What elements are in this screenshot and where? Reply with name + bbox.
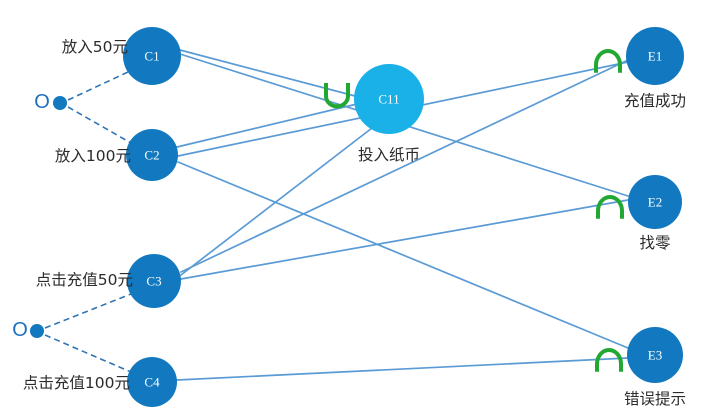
arc-marker-cap-e1: [594, 49, 622, 73]
node-c1[interactable]: C1: [123, 27, 181, 85]
edge-c1-c11: [179, 49, 356, 97]
node-c4[interactable]: C4: [127, 357, 177, 407]
dashed-edge-layer: [44, 71, 132, 373]
node-e1[interactable]: E1: [626, 27, 684, 85]
node-c2[interactable]: C2: [126, 129, 178, 181]
node-caption-c4: 点击充值100元: [23, 374, 130, 392]
node-circle-c4[interactable]: [127, 357, 177, 407]
origin-ring-icon: O: [12, 319, 28, 341]
arc-marker-u-c11: [324, 83, 350, 109]
edge-c3-c11: [180, 127, 373, 276]
node-circle-e3[interactable]: [627, 327, 683, 383]
node-caption-e3: 错误提示: [624, 390, 686, 408]
origin-marker-o2[interactable]: O: [12, 319, 44, 341]
node-id-label-c4: C4: [144, 375, 160, 390]
arc-marker-layer: [324, 49, 624, 372]
node-id-label-c2: C2: [144, 148, 159, 163]
node-id-label-e2: E2: [648, 195, 662, 210]
node-id-label-c3: C3: [146, 274, 161, 289]
origin-dot-icon[interactable]: [53, 96, 67, 110]
node-caption-e1: 充值成功: [624, 92, 686, 110]
node-circle-e2[interactable]: [628, 175, 682, 229]
node-circle-c3[interactable]: [127, 254, 181, 308]
dashed-edge-o1-c1: [67, 71, 129, 101]
dashed-edge-o2-c3: [44, 293, 132, 329]
node-id-label-e3: E3: [648, 348, 662, 363]
node-caption-c11: 投入纸币: [358, 146, 420, 164]
node-caption-c1: 放入50元: [62, 38, 128, 56]
node-circle-e1[interactable]: [626, 27, 684, 85]
origin-marker-o1[interactable]: O: [34, 91, 67, 113]
node-c3[interactable]: C3: [127, 254, 181, 308]
edge-c4-e3: [176, 357, 629, 381]
node-circle-c11[interactable]: [354, 64, 424, 134]
node-id-label-e1: E1: [648, 49, 662, 64]
origin-layer: OO: [12, 91, 67, 341]
edge-c2-c11: [176, 103, 358, 148]
origin-dot-icon[interactable]: [30, 324, 44, 338]
origin-ring-icon: O: [34, 91, 50, 113]
node-id-label-c1: C1: [144, 49, 159, 64]
edge-c3-e1: [180, 59, 629, 273]
node-e3[interactable]: E3: [627, 327, 683, 383]
node-caption-c3: 点击充值50元: [36, 271, 133, 289]
node-circle-c1[interactable]: [123, 27, 181, 85]
node-id-label-c11: C11: [378, 92, 399, 107]
node-c11[interactable]: C11: [354, 64, 424, 134]
node-caption-e2: 找零: [639, 234, 671, 252]
arc-marker-cap-e2: [596, 195, 624, 219]
dashed-edge-o2-c4: [44, 334, 132, 373]
node-e2[interactable]: E2: [628, 175, 682, 229]
dashed-edge-o1-c2: [67, 106, 132, 144]
edge-c2-e3: [177, 161, 629, 349]
arc-marker-cap-e3: [595, 348, 623, 372]
solid-edge-layer: [176, 49, 629, 381]
edge-c3-e2: [180, 199, 629, 280]
node-circle-c2[interactable]: [126, 129, 178, 181]
node-caption-c2: 放入100元: [55, 147, 131, 165]
